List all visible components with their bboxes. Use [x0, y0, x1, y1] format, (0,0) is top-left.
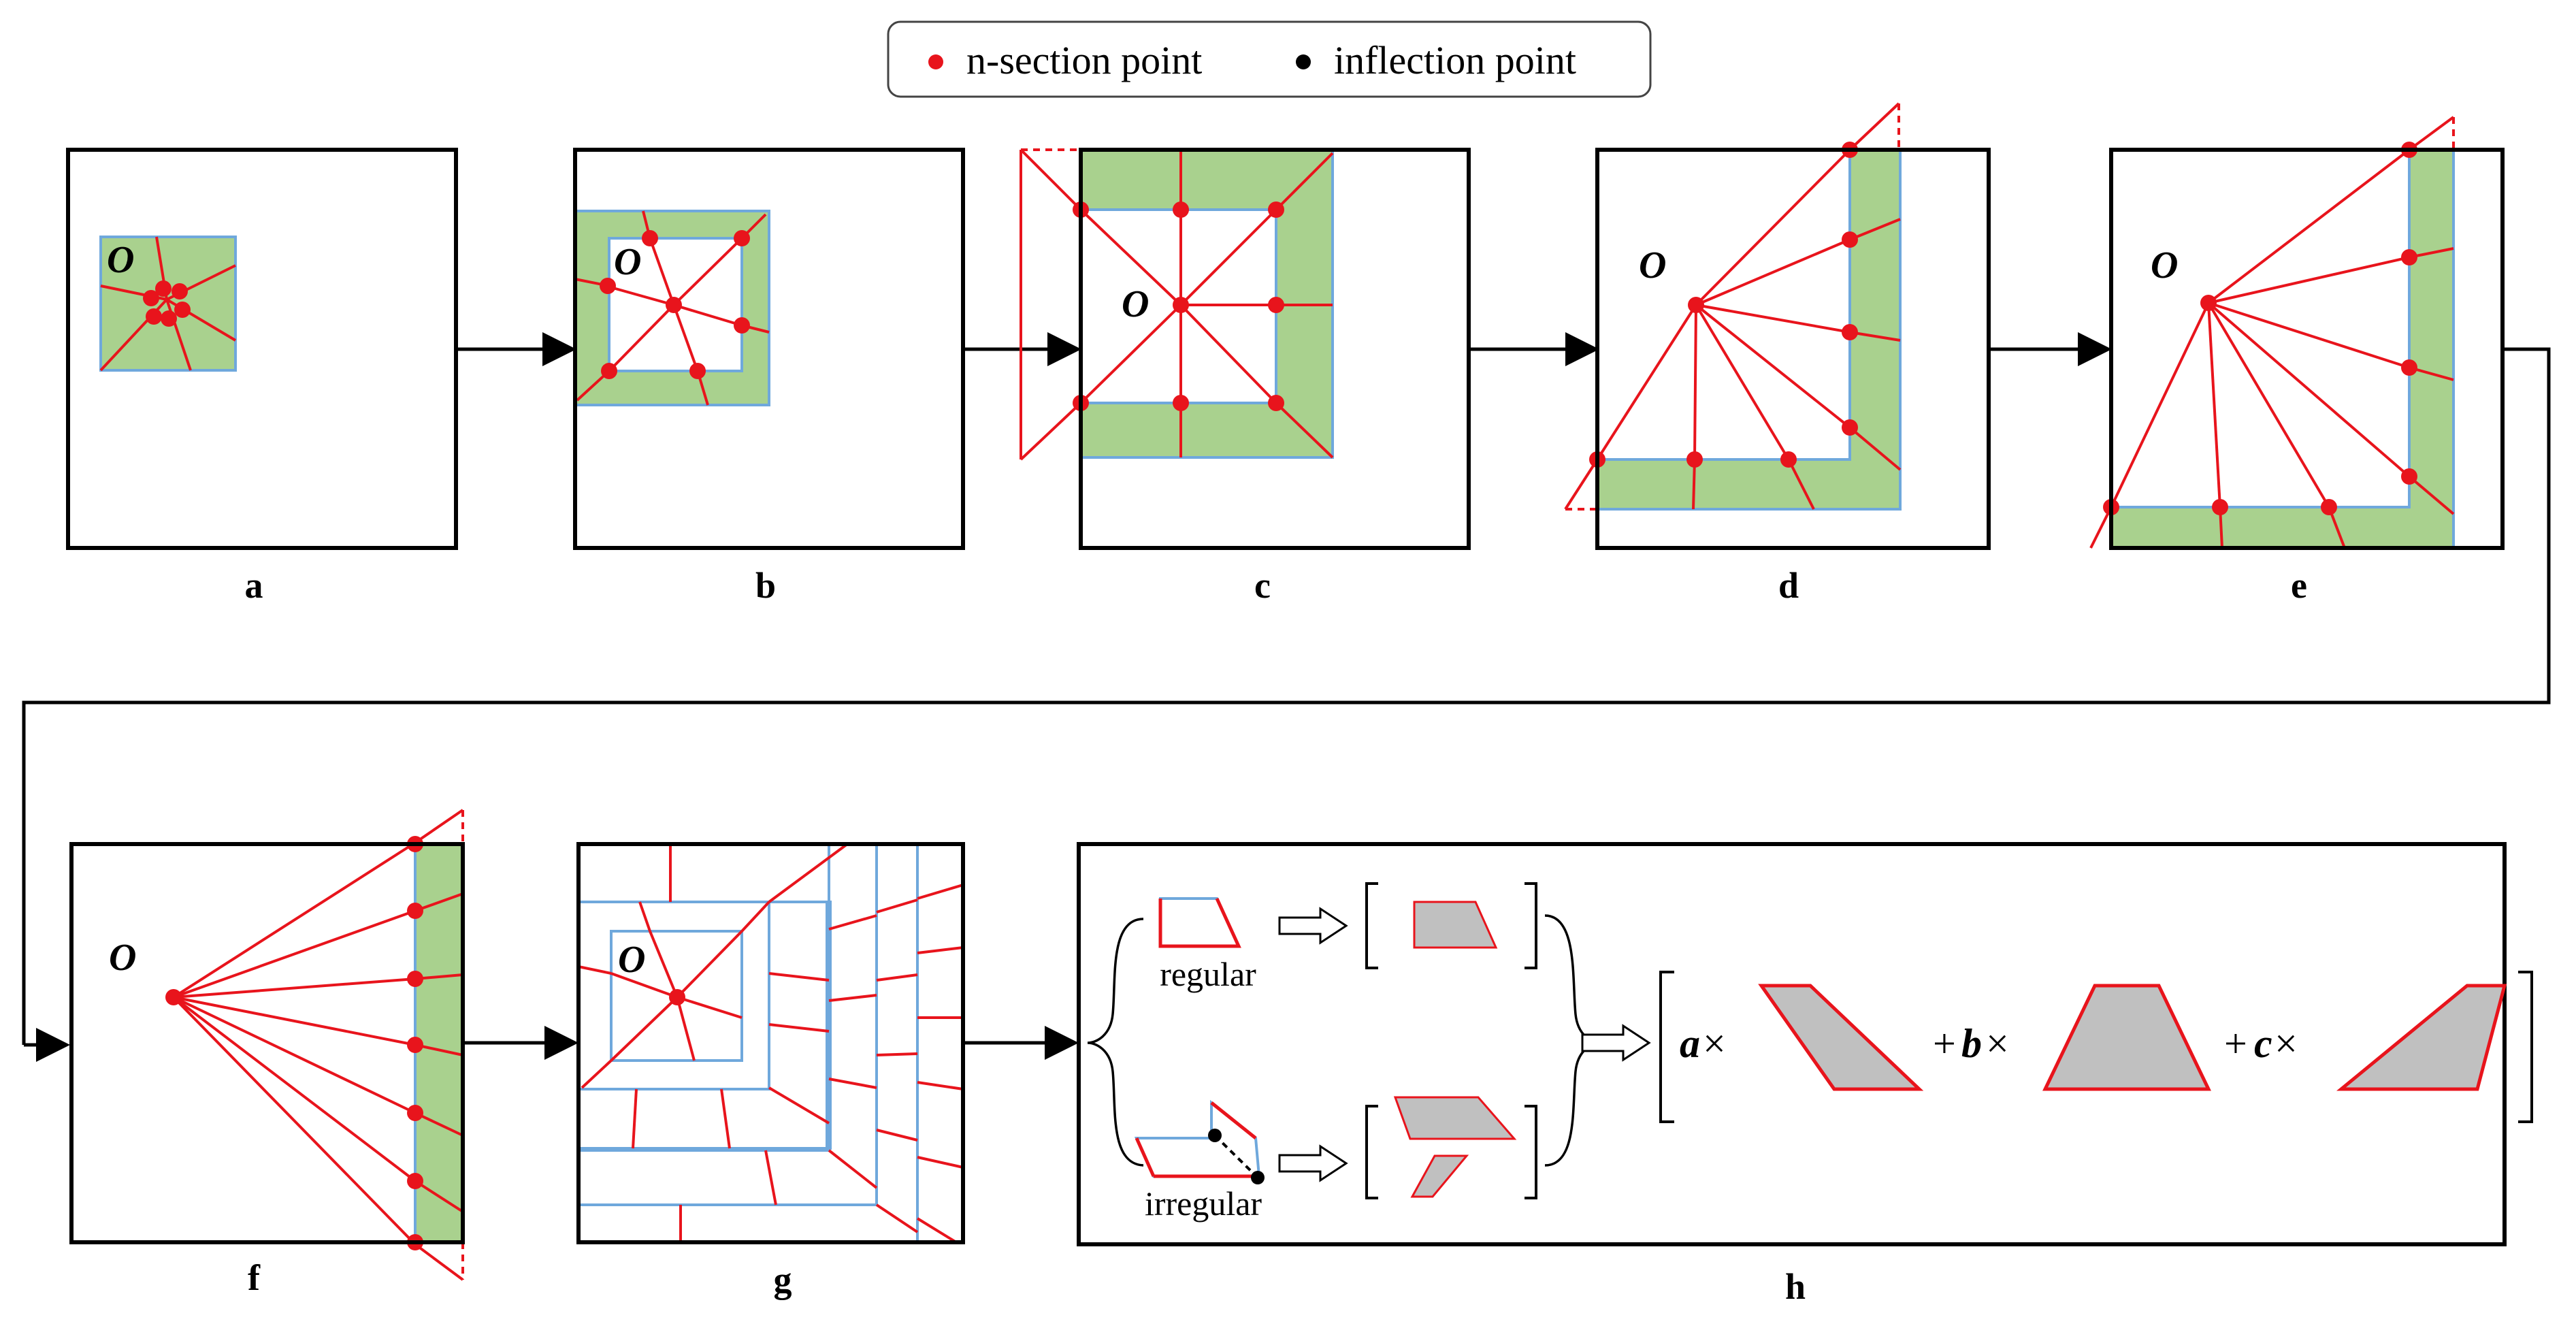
- panel-f: O f: [69, 809, 465, 1298]
- formula-shape-3: [2336, 984, 2507, 1091]
- plus-c: +: [2224, 1021, 2247, 1066]
- legend-box: [887, 20, 1652, 98]
- hollow-arrow-regular: [1278, 907, 1348, 945]
- irregular-result-shape-2: [1410, 1154, 1469, 1198]
- left-curly-brace: [1087, 918, 1144, 1167]
- nsection-legend-label: n-section point: [966, 38, 1202, 82]
- regular-result-shape: [1413, 901, 1498, 949]
- inflection-legend-label: inflection point: [1334, 38, 1576, 82]
- panel-e: O e: [2089, 116, 2505, 606]
- connector-e-f: [22, 347, 2551, 1045]
- coef-b: b: [1961, 1021, 1982, 1066]
- panel-label-d: d: [1778, 565, 1799, 606]
- inflection-point-marker: [1296, 54, 1311, 69]
- origin-label-a: O: [107, 239, 134, 281]
- coef-a: a: [1680, 1021, 1700, 1066]
- inflection-point-2: [1251, 1171, 1265, 1184]
- panel-a: O a: [66, 148, 458, 606]
- regular-label: regular: [1160, 955, 1256, 993]
- hollow-arrow-irregular: [1278, 1144, 1348, 1182]
- coef-c: c: [2254, 1021, 2272, 1066]
- origin-label-c: O: [1122, 283, 1149, 325]
- panel-h: regular irregular a × + b: [1077, 842, 2533, 1307]
- irregular-shape: [1134, 1099, 1261, 1178]
- inflection-point-1: [1208, 1129, 1222, 1142]
- panel-label-h: h: [1785, 1266, 1806, 1307]
- times-b: ×: [1986, 1021, 2009, 1066]
- panel-label-c: c: [1254, 565, 1271, 606]
- panel-b: O b: [573, 148, 965, 606]
- panel-label-g: g: [774, 1259, 792, 1300]
- origin-label-g: O: [618, 939, 645, 981]
- nsection-point-marker: [928, 54, 943, 69]
- panel-c: O c: [1020, 148, 1471, 606]
- legend: n-section point inflection point: [887, 20, 1652, 98]
- panel-d: O d: [1564, 102, 1991, 606]
- origin-label-b: O: [614, 241, 641, 283]
- formula-shape-2: [2042, 984, 2211, 1091]
- panel-label-a: a: [245, 565, 263, 606]
- irregular-result-shape-1: [1393, 1096, 1517, 1140]
- panel-g: O g: [576, 842, 965, 1300]
- origin-label-e: O: [2151, 244, 2178, 287]
- hollow-arrow-formula: [1581, 1024, 1651, 1062]
- panel-label-f: f: [248, 1257, 261, 1298]
- panel-label-b: b: [755, 565, 776, 606]
- times-a: ×: [1703, 1021, 1726, 1066]
- plus-b: +: [1933, 1021, 1956, 1066]
- origin-label-d: O: [1639, 244, 1666, 287]
- formula-shape-1: [1758, 984, 1924, 1091]
- irregular-label: irregular: [1145, 1184, 1262, 1223]
- panel-label-e: e: [2291, 565, 2307, 606]
- origin-label-f: O: [109, 937, 136, 979]
- times-c: ×: [2275, 1021, 2298, 1066]
